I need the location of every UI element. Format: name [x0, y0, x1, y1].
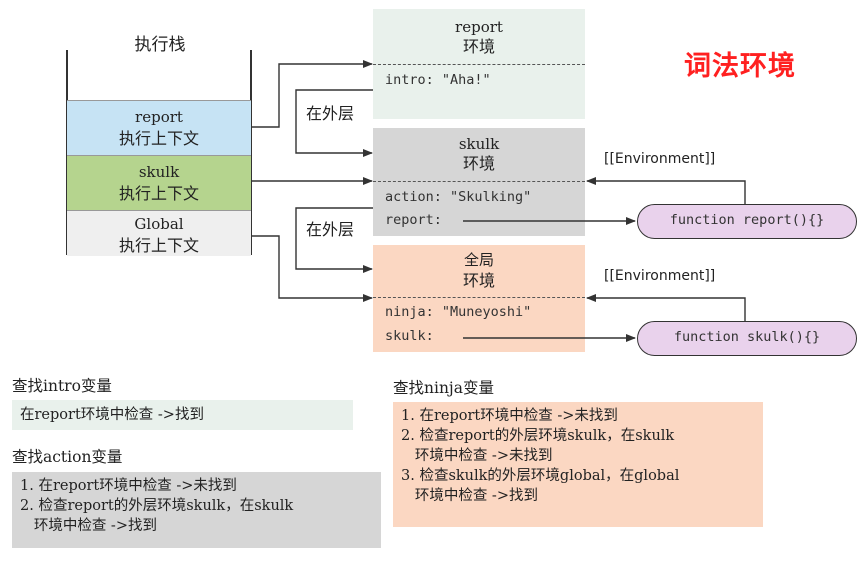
lookup-ninja-step: 1. 在report环境中检查 ->未找到: [401, 408, 618, 424]
function-skulk-object: function skulk(){}: [637, 321, 857, 356]
lookup-action-step: 2. 检查report的外层环境skulk，在skulk: [20, 498, 294, 514]
skulk-environment-name: skulk: [458, 135, 500, 153]
stack-frame-report: report 执行上下文: [67, 100, 251, 155]
report-environment-divider: [373, 64, 585, 65]
arrow-environment-skulk: [586, 294, 746, 321]
stack-frame-report-name: report: [135, 108, 183, 126]
lookup-action-title: 查找action变量: [12, 448, 123, 466]
var-action: action: "Skulking": [385, 189, 532, 205]
lookup-action-step: 1. 在report环境中检查 ->未找到: [20, 478, 237, 494]
report-environment-name: report: [455, 18, 503, 36]
global-environment-name: 全局: [463, 251, 494, 269]
lookup-intro-title: 查找intro变量: [12, 377, 112, 395]
arrow-environment-report: [586, 177, 746, 204]
stack-right-wall: [250, 50, 252, 255]
lookup-ninja-step: 环境中检查 ->未找到: [401, 448, 553, 464]
stack-frame-global: Global 执行上下文: [67, 210, 251, 256]
lookup-ninja-step: 3. 检查skulk的外层环境global，在global: [401, 468, 680, 484]
skulk-environment-divider: [373, 181, 585, 182]
execution-stack-title: 执行栈: [134, 35, 186, 55]
lookup-intro-step: 在report环境中检查 ->找到: [20, 407, 204, 423]
stack-frame-global-name: Global: [134, 215, 184, 233]
skulk-environment-label: 环境: [462, 154, 495, 173]
lookup-intro-box: 在report环境中检查 ->找到: [12, 400, 353, 430]
report-environment-label: 环境: [462, 37, 495, 56]
stack-frame-skulk: skulk 执行上下文: [67, 155, 251, 210]
lookup-ninja-step: 环境中检查 ->找到: [401, 488, 538, 504]
lookup-ninja-step: 2. 检查report的外层环境skulk，在skulk: [401, 428, 675, 444]
var-ninja: ninja: "Muneyoshi": [385, 304, 532, 320]
arrow-outer-skulk: [295, 207, 373, 273]
global-environment-divider: [373, 297, 585, 298]
outer-label-report: 在外层: [306, 104, 355, 123]
arrow-outer-report: [295, 89, 373, 157]
stack-frame-global-label: 执行上下文: [118, 236, 199, 255]
lookup-action-box: 1. 在report环境中检查 ->未找到 2. 检查report的外层环境sk…: [12, 472, 381, 548]
global-environment: 全局 环境 ninja: "Muneyoshi" skulk:: [373, 245, 585, 352]
environment-link-label-skulk: [[Environment]]: [604, 268, 716, 284]
global-environment-label: 环境: [462, 271, 495, 290]
function-report-object: function report(){}: [637, 204, 857, 239]
stack-frame-skulk-label: 执行上下文: [118, 184, 199, 203]
lookup-action-step: 环境中检查 ->找到: [20, 518, 157, 534]
var-intro: intro: "Aha!": [385, 72, 491, 88]
var-skulk: skulk:: [385, 328, 434, 344]
outer-label-skulk: 在外层: [306, 220, 355, 239]
skulk-environment: skulk 环境 action: "Skulking" report:: [373, 128, 585, 236]
lookup-ninja-box: 1. 在report环境中检查 ->未找到 2. 检查report的外层环境sk…: [393, 402, 763, 527]
stack-frame-report-label: 执行上下文: [118, 129, 199, 148]
stack-frame-skulk-name: skulk: [138, 163, 180, 181]
arrow-report-context: [251, 60, 373, 128]
lexical-environment-title: 词法环境: [684, 51, 796, 82]
report-environment: report 环境 intro: "Aha!": [373, 9, 585, 119]
arrow-global-context: [251, 235, 373, 302]
lookup-ninja-title: 查找ninja变量: [393, 379, 494, 397]
environment-link-label-report: [[Environment]]: [604, 151, 716, 167]
var-report: report:: [385, 212, 442, 228]
